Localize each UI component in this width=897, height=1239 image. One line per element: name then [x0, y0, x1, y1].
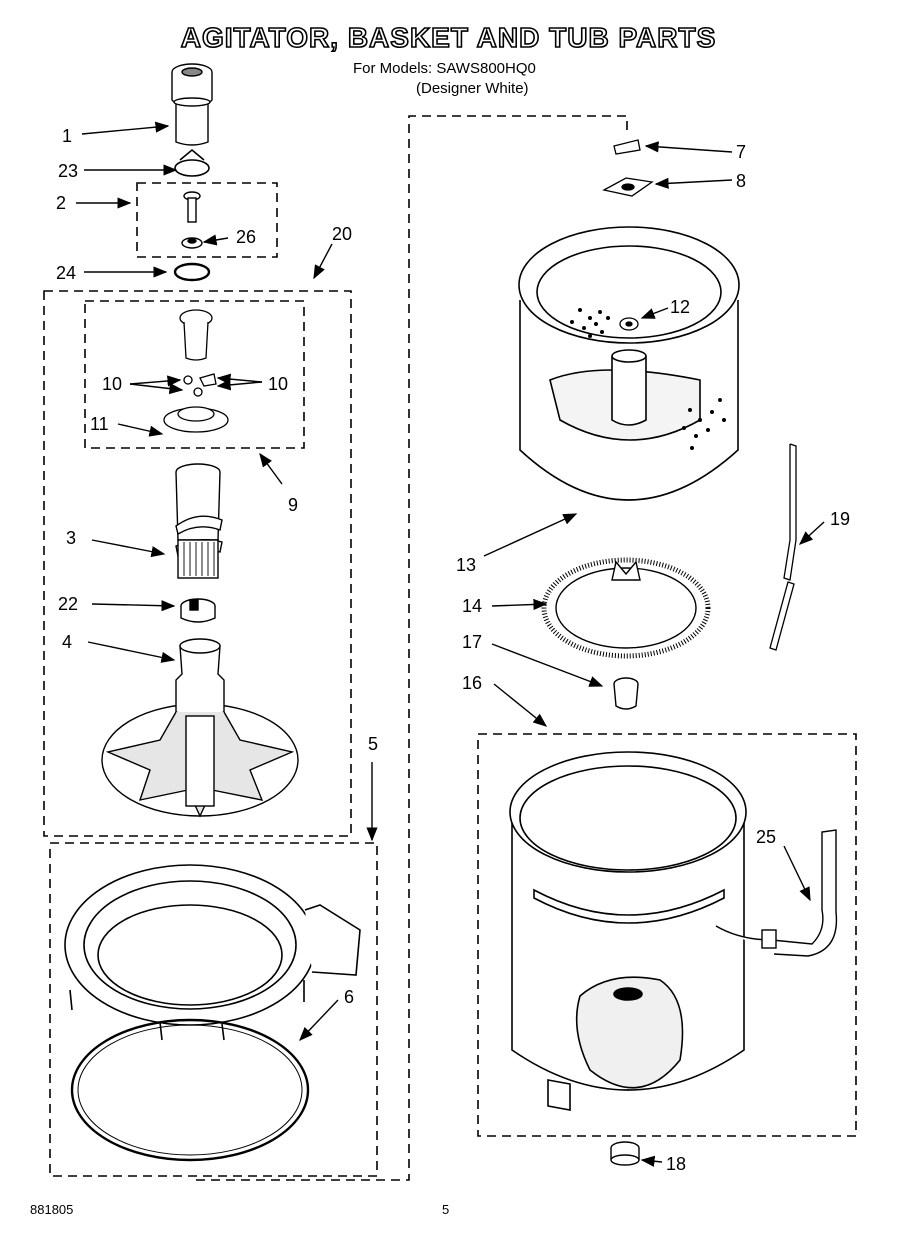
group-box-2 — [136, 182, 278, 258]
agitator-barrel-3 — [175, 463, 223, 579]
callout-19: 19 — [830, 509, 850, 529]
nut-12 — [619, 317, 639, 331]
washer-26 — [181, 237, 203, 249]
bolt-2 — [183, 191, 201, 223]
callout-22: 22 — [58, 594, 78, 614]
agitator-base-4 — [101, 638, 299, 818]
document-number: 881805 — [30, 1202, 74, 1217]
group-box-9 — [84, 300, 305, 449]
plug-18 — [610, 1141, 640, 1166]
page-title: AGITATOR, BASKET AND TUB PARTS — [180, 21, 717, 54]
page-number: 5 — [442, 1202, 450, 1217]
callout-26: 26 — [236, 227, 256, 247]
callout-3: 3 — [66, 528, 76, 548]
callout-16: 16 — [462, 673, 482, 693]
callout-24: 24 — [56, 263, 76, 283]
callout-9: 9 — [288, 495, 298, 515]
callout-4: 4 — [62, 632, 72, 652]
callout-13: 13 — [456, 555, 476, 575]
callout-11: 11 — [90, 414, 109, 434]
tub-ring-5 — [64, 864, 361, 1041]
tub-ring-seal-6 — [70, 1018, 310, 1162]
leader-lines — [76, 121, 825, 1167]
callout-14: 14 — [462, 596, 482, 616]
callout-20: 20 — [332, 224, 352, 244]
callout-7: 7 — [736, 142, 746, 162]
basket-13 — [518, 226, 740, 501]
models-line: For Models: SAWS800HQ0 — [353, 60, 536, 77]
group-box-16 — [477, 733, 857, 1137]
cam-22 — [180, 598, 216, 623]
callout-labels: 1 23 2 26 20 24 10 10 11 9 3 22 4 5 6 7 … — [56, 126, 850, 1174]
connector-line — [196, 115, 628, 1181]
callout-10-right: 10 — [268, 374, 288, 394]
nut-8 — [602, 177, 654, 197]
callout-6: 6 — [344, 987, 354, 1007]
group-box-20 — [43, 290, 352, 837]
callout-10-left: 10 — [102, 374, 122, 394]
designer-line: (Designer White) — [416, 80, 529, 97]
cap-seal-23 — [174, 148, 210, 177]
callout-8: 8 — [736, 171, 746, 191]
bushing-17 — [613, 677, 639, 710]
callout-18: 18 — [666, 1154, 686, 1174]
callout-17: 17 — [462, 632, 482, 652]
callout-2: 2 — [56, 193, 66, 213]
callout-23: 23 — [58, 161, 78, 181]
callout-12: 12 — [670, 297, 690, 317]
o-ring-24 — [173, 262, 211, 282]
callout-25: 25 — [756, 827, 776, 847]
drive-block-14 — [541, 557, 711, 659]
callout-1: 1 — [62, 126, 72, 146]
fill-hose-25 — [715, 829, 838, 957]
callout-5: 5 — [368, 734, 378, 754]
hose-19 — [769, 443, 797, 651]
outer-tub-16 — [509, 751, 747, 1111]
clip-7 — [613, 139, 641, 155]
dog-assembly-9 — [163, 309, 229, 433]
agitator-cap — [171, 63, 213, 146]
